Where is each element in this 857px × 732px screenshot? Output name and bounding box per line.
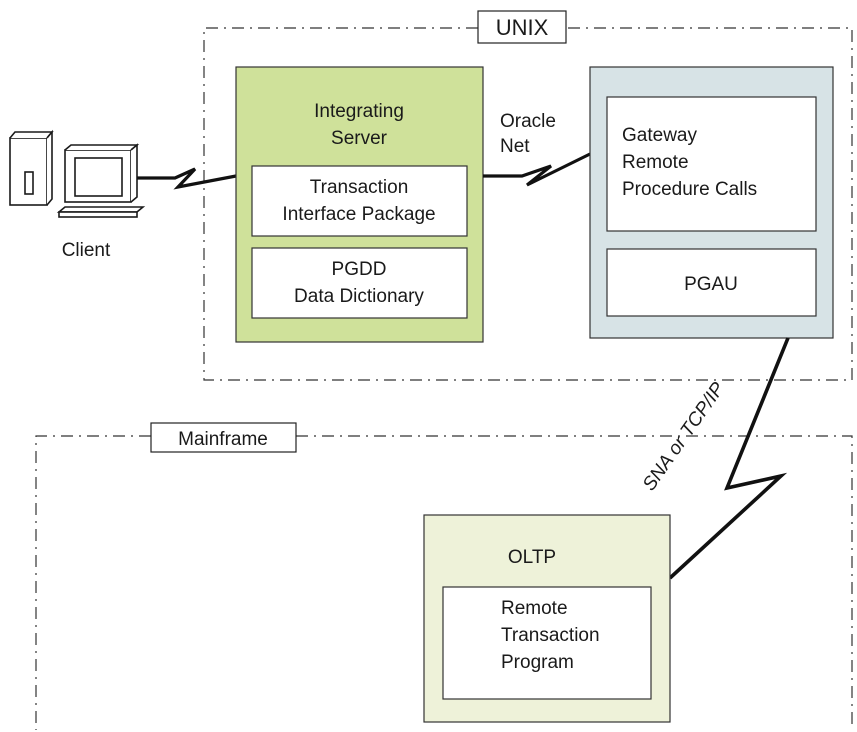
unix-zone-border — [203, 27, 853, 381]
unix-zone: UNIX — [203, 10, 853, 381]
pgdd-label-line2: Data Dictionary — [294, 286, 424, 307]
oltp-title: OLTP — [508, 547, 556, 568]
tip-label-line2: Interface Package — [282, 204, 435, 225]
integrating-server: Integrating Server Transaction Interface… — [235, 66, 484, 343]
oracle-net-label-line2: Net — [500, 136, 530, 157]
gateway-rpc-box — [606, 96, 817, 232]
sna-tcpip-label: SNA or TCP/IP — [639, 378, 729, 494]
oltp: OLTP Remote Transaction Program — [423, 514, 671, 723]
pgdd-label-line1: PGDD — [332, 259, 387, 280]
mainframe-label: Mainframe — [178, 429, 268, 450]
client-link — [137, 167, 237, 190]
rpc-label-line1: Gateway — [622, 125, 697, 146]
mainframe-zone: Mainframe — [35, 422, 853, 730]
mainframe-zone-border — [35, 435, 853, 730]
remote-transaction-program-box — [442, 586, 652, 700]
rpc-label-line3: Procedure Calls — [622, 179, 757, 200]
tip-label-line1: Transaction — [310, 177, 409, 198]
unix-label: UNIX — [496, 15, 549, 40]
gateway: Gateway Remote Procedure Calls PGAU — [589, 66, 834, 339]
rpc-label-line2: Remote — [622, 152, 689, 173]
oracle-net-label-line1: Oracle — [500, 111, 556, 132]
integrating-server-title-line2: Server — [331, 128, 388, 149]
rtp-label-line2: Transaction — [501, 625, 600, 646]
rtp-label-line1: Remote — [501, 598, 568, 619]
sna-tcpip-link — [668, 337, 790, 580]
rtp-label-line3: Program — [501, 652, 574, 673]
pgau-label: PGAU — [684, 274, 738, 295]
mainframe-label-box — [150, 422, 297, 453]
transaction-interface-package-box — [251, 165, 468, 237]
pgdd-box — [251, 247, 468, 319]
pgau-box — [606, 248, 817, 317]
client-label: Client — [62, 240, 111, 261]
unix-label-box — [477, 10, 567, 44]
client-computer-icon — [9, 129, 146, 218]
oracle-net-link — [483, 152, 591, 187]
integrating-server-title-line1: Integrating — [314, 101, 404, 122]
